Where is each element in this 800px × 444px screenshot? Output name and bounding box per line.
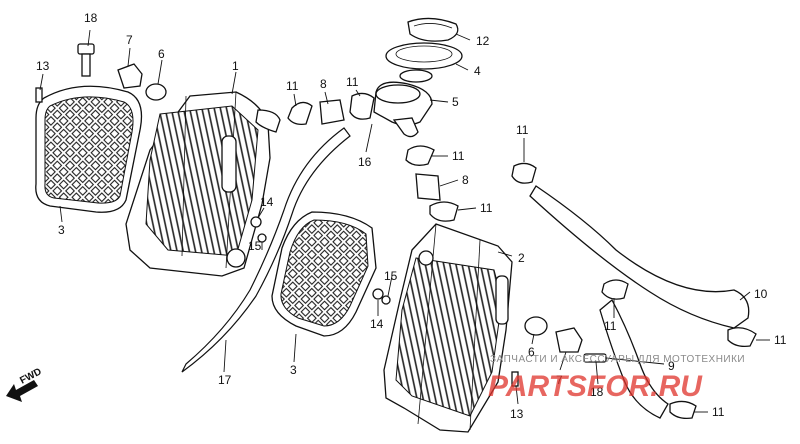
callout-14: 14 [370, 317, 384, 331]
callout-15: 15 [248, 239, 262, 253]
callout-11: 11 [712, 405, 725, 419]
callout-18: 18 [590, 385, 604, 399]
callout-11: 11 [480, 201, 493, 215]
callout-14: 14 [260, 195, 274, 209]
left-radiator-grille [35, 85, 143, 213]
callout-2: 2 [518, 251, 525, 265]
callout-11: 11 [346, 75, 359, 89]
callout-3: 3 [290, 363, 297, 377]
callout-17: 17 [218, 373, 232, 387]
long-hoses [181, 127, 750, 419]
callout-6: 6 [528, 345, 535, 359]
watermark-logo: PARTSFOR.RU [488, 370, 703, 403]
watermark: ЗАПЧАСТИ И АКСЕССУАРЫ ДЛЯ МОТОТЕХНИКИ PA… [488, 354, 745, 403]
fasteners [35, 43, 607, 387]
callout-4: 4 [474, 64, 481, 78]
callout-1: 1 [232, 59, 239, 73]
forward-arrow-icon [6, 380, 38, 402]
callout-9: 9 [668, 359, 675, 373]
callout-18: 18 [84, 11, 98, 25]
callout-10: 10 [754, 287, 768, 301]
center-radiator-grille [271, 211, 377, 337]
upper-hoses-and-clamps [287, 92, 757, 420]
callout-labels: 18 13 7 6 1 3 11 8 11 16 12 4 5 11 8 11 … [36, 11, 787, 421]
callout-3: 3 [58, 223, 65, 237]
callout-8: 8 [462, 173, 469, 187]
callout-11: 11 [286, 79, 299, 93]
callout-5: 5 [452, 95, 459, 109]
callout-6: 6 [158, 47, 165, 61]
callout-7: 7 [556, 373, 563, 387]
callout-15: 15 [384, 269, 398, 283]
callout-12: 12 [476, 34, 490, 48]
callout-11: 11 [452, 149, 465, 163]
watermark-tagline: ЗАПЧАСТИ И АКСЕССУАРЫ ДЛЯ МОТОТЕХНИКИ [490, 354, 745, 365]
callout-11: 11 [774, 333, 787, 347]
callout-16: 16 [358, 155, 372, 169]
callout-13: 13 [36, 59, 50, 73]
callout-11: 11 [604, 319, 617, 333]
callout-7: 7 [126, 33, 133, 47]
callout-13: 13 [510, 407, 524, 421]
filler-cap-assembly [373, 17, 463, 138]
right-radiator [383, 223, 513, 433]
callout-11: 11 [516, 123, 529, 137]
forward-direction-indicator: FWD [6, 366, 44, 402]
callout-8: 8 [320, 77, 327, 91]
leader-lines [39, 29, 770, 413]
left-radiator [125, 91, 281, 277]
